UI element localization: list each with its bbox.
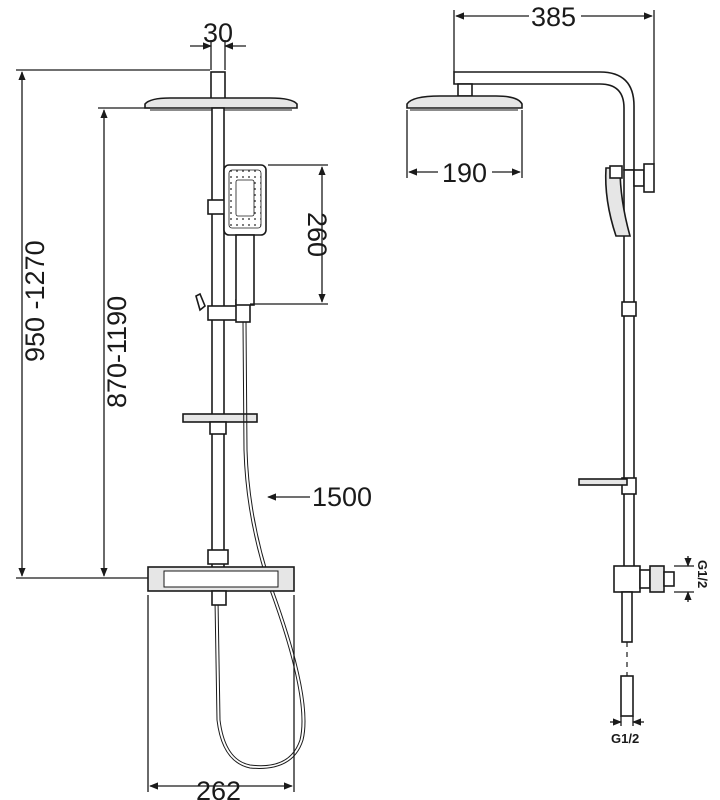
soap-shelf <box>182 413 258 435</box>
dim-hose-length: 1500 <box>312 482 372 512</box>
hand-shower-side <box>604 165 632 237</box>
dim-inlet-thread-side: G1/2 <box>695 560 710 588</box>
mixer-side <box>613 565 675 643</box>
dim-pipe-width: 30 <box>203 18 233 48</box>
front-view <box>144 71 306 769</box>
dim-head-height: 870-1190 <box>102 296 132 408</box>
soap-shelf-side <box>578 478 628 486</box>
bottom-inlet <box>620 675 634 717</box>
shower-hose <box>217 321 303 767</box>
dim-inlet-thread-bottom: G1/2 <box>611 731 639 746</box>
front-dimensions: 30 950 -1270 870-1190 260 1500 262 <box>16 18 372 800</box>
dim-handshower-length: 260 <box>302 212 332 257</box>
shower-arm <box>453 71 635 171</box>
pipe-clamp-side <box>621 301 637 317</box>
rain-shower-head-side <box>406 95 523 109</box>
side-dimensions: 385 190 G1/2 G1/2 <box>406 2 710 746</box>
pipe-clamp <box>207 549 229 565</box>
dim-mixer-spacing: 262 <box>196 776 241 800</box>
riser-pipe <box>211 107 225 569</box>
dim-arm-length: 385 <box>531 2 576 32</box>
rain-shower-head <box>144 71 298 111</box>
thermostatic-mixer <box>147 566 295 606</box>
dim-total-height: 950 -1270 <box>20 240 50 362</box>
side-view <box>406 71 675 717</box>
dim-head-diameter: 190 <box>442 158 487 188</box>
hand-shower <box>223 164 267 306</box>
